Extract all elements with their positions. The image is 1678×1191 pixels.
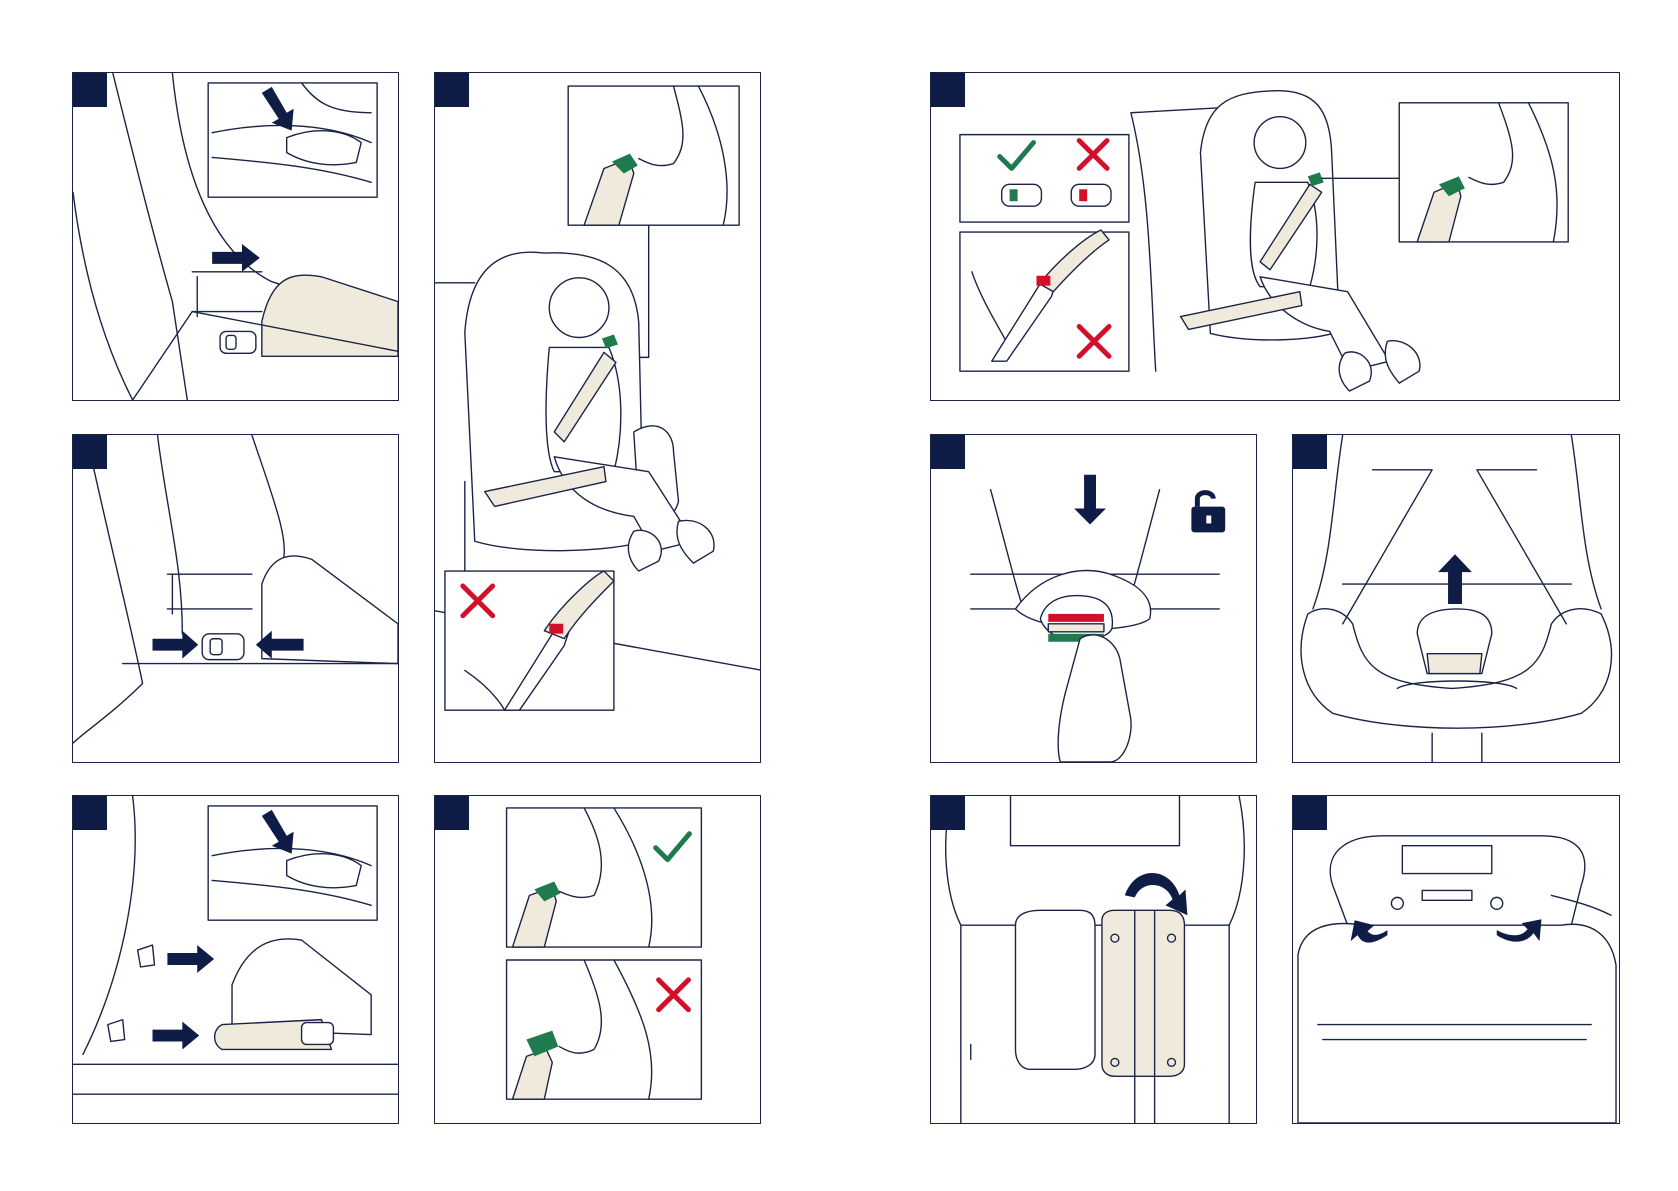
panel-seat-base-adjust <box>1292 434 1620 763</box>
isofix-guide-insert-illustration <box>73 73 398 400</box>
step-badge <box>931 796 965 830</box>
step-badge <box>1293 435 1327 469</box>
panel-backrest-cover <box>930 795 1257 1124</box>
headrest-rotate-illustration <box>1293 796 1619 1123</box>
panel-isofix-guide-insert <box>72 72 399 401</box>
step-badge <box>73 435 107 469</box>
arrow-icon <box>212 244 260 272</box>
panel-isofix-release <box>930 434 1257 763</box>
belt-routing-child-illustration <box>435 73 760 762</box>
arrow-icon <box>1438 554 1472 604</box>
step-badge <box>931 73 965 107</box>
isofix-guide-remove-illustration <box>73 796 398 1123</box>
seat-base-adjust-illustration <box>1293 435 1619 762</box>
belt-indicator-check-illustration <box>931 73 1619 400</box>
arrow-icon <box>153 1022 200 1050</box>
arrow-icon <box>1125 873 1188 915</box>
isofix-connectors-lock-illustration <box>73 435 398 762</box>
arrow-icon <box>1074 475 1106 525</box>
unlock-icon <box>1191 493 1225 533</box>
panel-belt-indicator-check <box>930 72 1620 401</box>
step-badge <box>435 73 469 107</box>
step-badge <box>1293 796 1327 830</box>
step-badge <box>435 796 469 830</box>
panel-belt-routing-child <box>434 72 761 763</box>
panel-shoulder-belt-check <box>434 795 761 1124</box>
step-badge <box>73 73 107 107</box>
step-badge <box>73 796 107 830</box>
panel-isofix-guide-remove <box>72 795 399 1124</box>
backrest-cover-illustration <box>931 796 1256 1123</box>
step-badge <box>931 435 965 469</box>
arrow-icon <box>167 945 214 973</box>
panel-isofix-connectors-lock <box>72 434 399 763</box>
arrow-icon <box>153 631 199 659</box>
shoulder-belt-check-illustration <box>435 796 760 1123</box>
isofix-release-illustration <box>931 435 1256 762</box>
panel-headrest-rotate <box>1292 795 1620 1124</box>
